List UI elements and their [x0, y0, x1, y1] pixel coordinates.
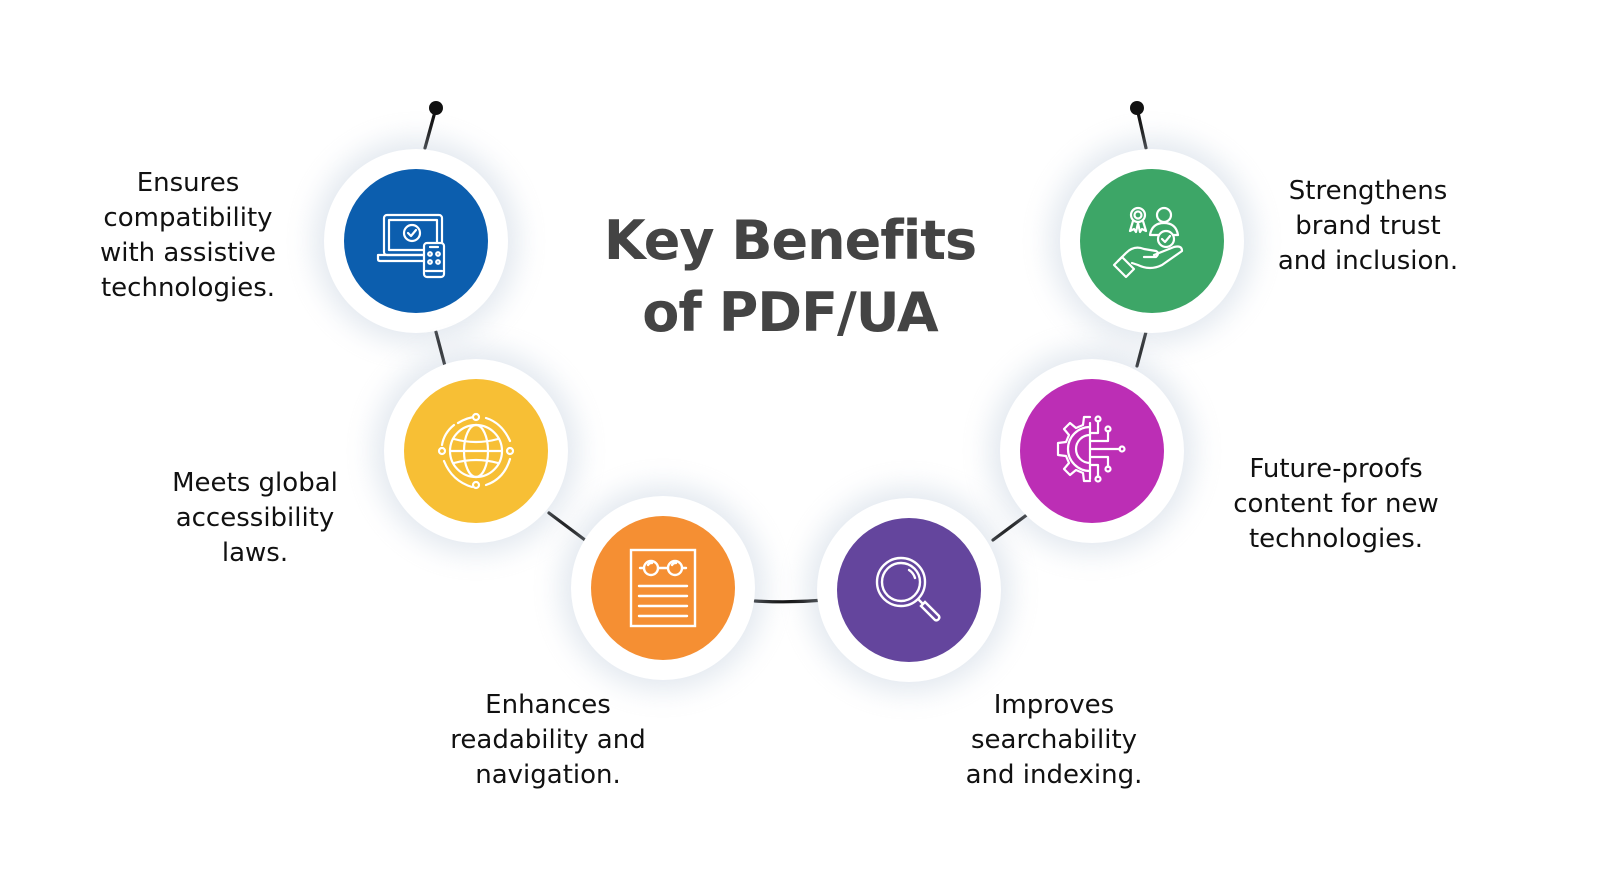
laptop-phone-check-icon [376, 213, 446, 279]
gear-circuit-icon [1056, 415, 1126, 483]
globe-network-icon [437, 412, 515, 490]
endpoint-dot-left [429, 101, 443, 115]
benefit-label-brand-trust: Strengthens brand trust and inclusion. [1277, 176, 1459, 276]
benefit-node-brand-trust [1060, 149, 1244, 333]
endpoint-dot-right [1130, 101, 1144, 115]
benefit-label-readability: Enhances readability and navigation. [450, 690, 646, 790]
benefit-label-searchability: Improves searchability and indexing. [965, 690, 1143, 790]
page-title: Key Benefits of PDF/UA [603, 209, 977, 344]
benefit-node-future-proof [1000, 359, 1184, 543]
benefit-label-global-laws: Meets global accessibility laws. [172, 468, 338, 568]
benefit-node-searchability [817, 498, 1001, 682]
document-glasses-icon [629, 548, 697, 628]
benefit-node-readability [571, 496, 755, 680]
benefit-label-compatibility: Ensures compatibility with assistive tec… [99, 168, 277, 303]
magnifier-icon [875, 556, 941, 622]
benefit-node-global-laws [384, 359, 568, 543]
benefit-label-future-proof: Future-proofs content for new technologi… [1233, 454, 1439, 554]
hand-award-user-icon [1112, 206, 1184, 279]
benefit-node-compatibility [324, 149, 508, 333]
